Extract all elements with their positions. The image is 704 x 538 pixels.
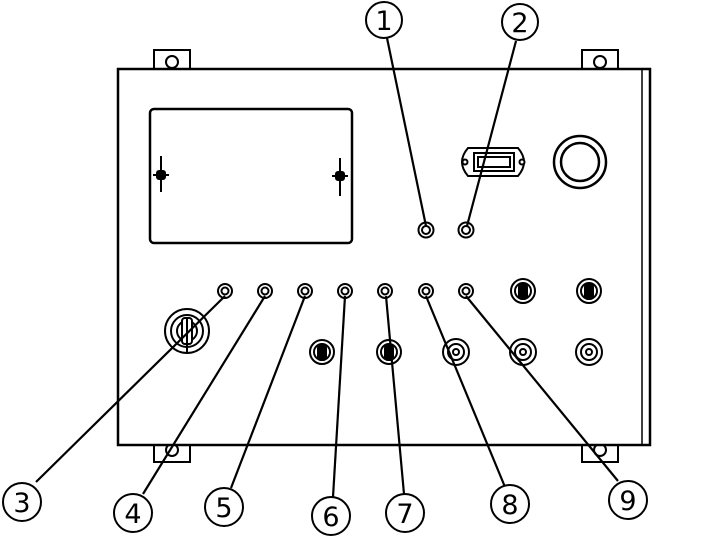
- callout-9: 9: [608, 480, 648, 520]
- callout-4: 4: [113, 493, 153, 533]
- indicator-lamp: [377, 283, 393, 299]
- indicator-lamp: [217, 283, 233, 299]
- toggle-switch-icon: [376, 339, 402, 365]
- callout-label-5: 5: [215, 493, 232, 524]
- indicator-lamp: [297, 283, 313, 299]
- callout-3: 3: [2, 482, 42, 522]
- leader-line-8: [424, 295, 507, 488]
- leader-line-7: [384, 295, 406, 495]
- indicator-lamp: [418, 283, 434, 299]
- callout-label-7: 7: [396, 499, 413, 530]
- leader-line-1: [385, 37, 428, 227]
- toggle-switch-icon: [510, 278, 536, 304]
- callout-label-4: 4: [124, 499, 141, 530]
- leader-line-6: [331, 295, 347, 498]
- callout-label-8: 8: [501, 490, 518, 521]
- selector-knob-icon: [575, 338, 603, 366]
- indicator-lamps: [217, 283, 474, 299]
- toggle-switches: [309, 278, 602, 365]
- latch-left-icon: [153, 156, 169, 192]
- callout-label-6: 6: [322, 502, 339, 533]
- mounting-tab-top-left: [153, 49, 191, 71]
- toggle-switch-icon: [576, 278, 602, 304]
- callout-8: 8: [490, 484, 530, 524]
- toggle-switch-icon: [309, 339, 335, 365]
- indicator-lamp: [458, 283, 474, 299]
- indicator-lamp: [257, 283, 273, 299]
- indicator-lamp-upper: [417, 221, 475, 239]
- callout-label-3: 3: [13, 488, 30, 519]
- key-switch: [164, 308, 210, 354]
- leader-line-3: [35, 295, 226, 483]
- selector-knob-icon: [442, 338, 470, 366]
- mounting-tab-top-right: [581, 49, 619, 71]
- callout-6: 6: [311, 496, 351, 536]
- selector-knobs: [442, 338, 603, 366]
- callout-1: 1: [365, 1, 403, 39]
- leader-line-4: [142, 295, 266, 495]
- callout-5: 5: [204, 487, 244, 527]
- hinged-cover: [148, 107, 354, 245]
- callout-2: 2: [501, 3, 539, 41]
- indicator-lamp: [337, 283, 353, 299]
- callout-7: 7: [385, 493, 425, 533]
- digital-display: [461, 147, 526, 177]
- leader-line-5: [229, 295, 307, 489]
- latch-right-icon: [332, 158, 348, 196]
- callout-label-9: 9: [619, 486, 636, 517]
- selector-knob-icon: [509, 338, 537, 366]
- callout-label-1: 1: [375, 6, 392, 37]
- leader-line-9: [465, 295, 619, 482]
- callout-label-2: 2: [511, 8, 528, 39]
- leader-lines: [35, 37, 619, 498]
- callouts: 1 2 3 4 5 6 7 8: [2, 1, 648, 536]
- leader-line-2: [465, 40, 518, 227]
- large-push-button: [552, 134, 608, 190]
